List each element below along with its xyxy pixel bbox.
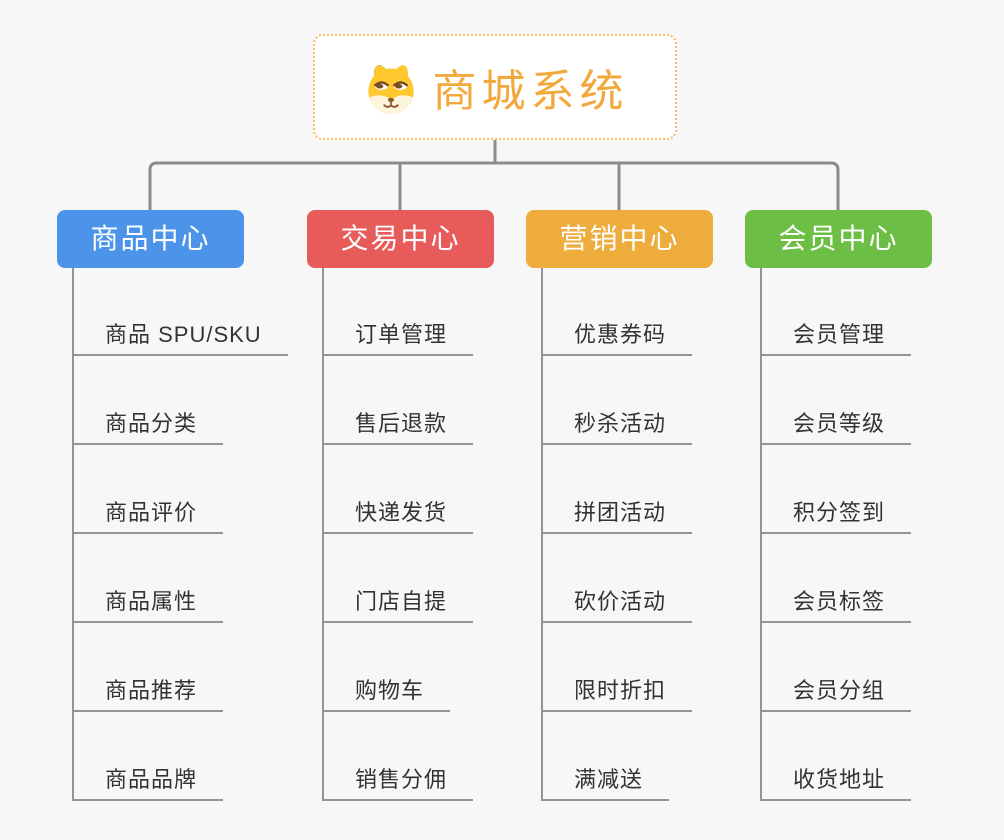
branch-node-product-center[interactable]: 商品中心 (57, 210, 244, 268)
subtopic-item[interactable]: 秒杀活动 (541, 411, 693, 445)
subtopic-item[interactable]: 商品评价 (72, 500, 224, 534)
subtopic-item[interactable]: 销售分佣 (322, 767, 474, 801)
subtopic-item[interactable]: 限时折扣 (541, 678, 693, 712)
root-node[interactable]: 商城系统 (313, 34, 677, 140)
subtopic-item[interactable]: 拼团活动 (541, 500, 693, 534)
subtopic-item[interactable]: 商品分类 (72, 411, 224, 445)
branch-trunk-line (541, 268, 543, 801)
subtopic-item[interactable]: 商品推荐 (72, 678, 224, 712)
subtopic-item[interactable]: 商品 SPU/SKU (72, 322, 288, 356)
subtopic-item[interactable]: 购物车 (322, 678, 451, 712)
branch-trunk-line (760, 268, 762, 801)
subtopic-item[interactable]: 优惠券码 (541, 322, 693, 356)
branch-bus-line (148, 161, 840, 210)
branch-node-member-center[interactable]: 会员中心 (745, 210, 932, 268)
subtopic-item[interactable]: 商品属性 (72, 589, 224, 623)
root-title: 商城系统 (432, 67, 629, 116)
subtopic-item[interactable]: 会员标签 (760, 589, 912, 623)
branch-trunk-line (72, 268, 74, 801)
subtopic-item[interactable]: 商品品牌 (72, 767, 224, 801)
subtopic-item[interactable]: 积分签到 (760, 500, 912, 534)
subtopic-item[interactable]: 门店自提 (322, 589, 474, 623)
subtopic-item[interactable]: 会员管理 (760, 322, 912, 356)
dog-face-icon (367, 64, 414, 114)
branch-node-trade-center[interactable]: 交易中心 (307, 210, 494, 268)
subtopic-item[interactable]: 会员分组 (760, 678, 912, 712)
subtopic-item[interactable]: 满减送 (541, 767, 670, 801)
subtopic-item[interactable]: 砍价活动 (541, 589, 693, 623)
subtopic-item[interactable]: 快递发货 (322, 500, 474, 534)
branch-trunk-line (322, 268, 324, 801)
subtopic-item[interactable]: 会员等级 (760, 411, 912, 445)
subtopic-item[interactable]: 售后退款 (322, 411, 474, 445)
subtopic-item[interactable]: 收货地址 (760, 767, 912, 801)
branch-node-marketing-center[interactable]: 营销中心 (526, 210, 713, 268)
subtopic-item[interactable]: 订单管理 (322, 322, 474, 356)
